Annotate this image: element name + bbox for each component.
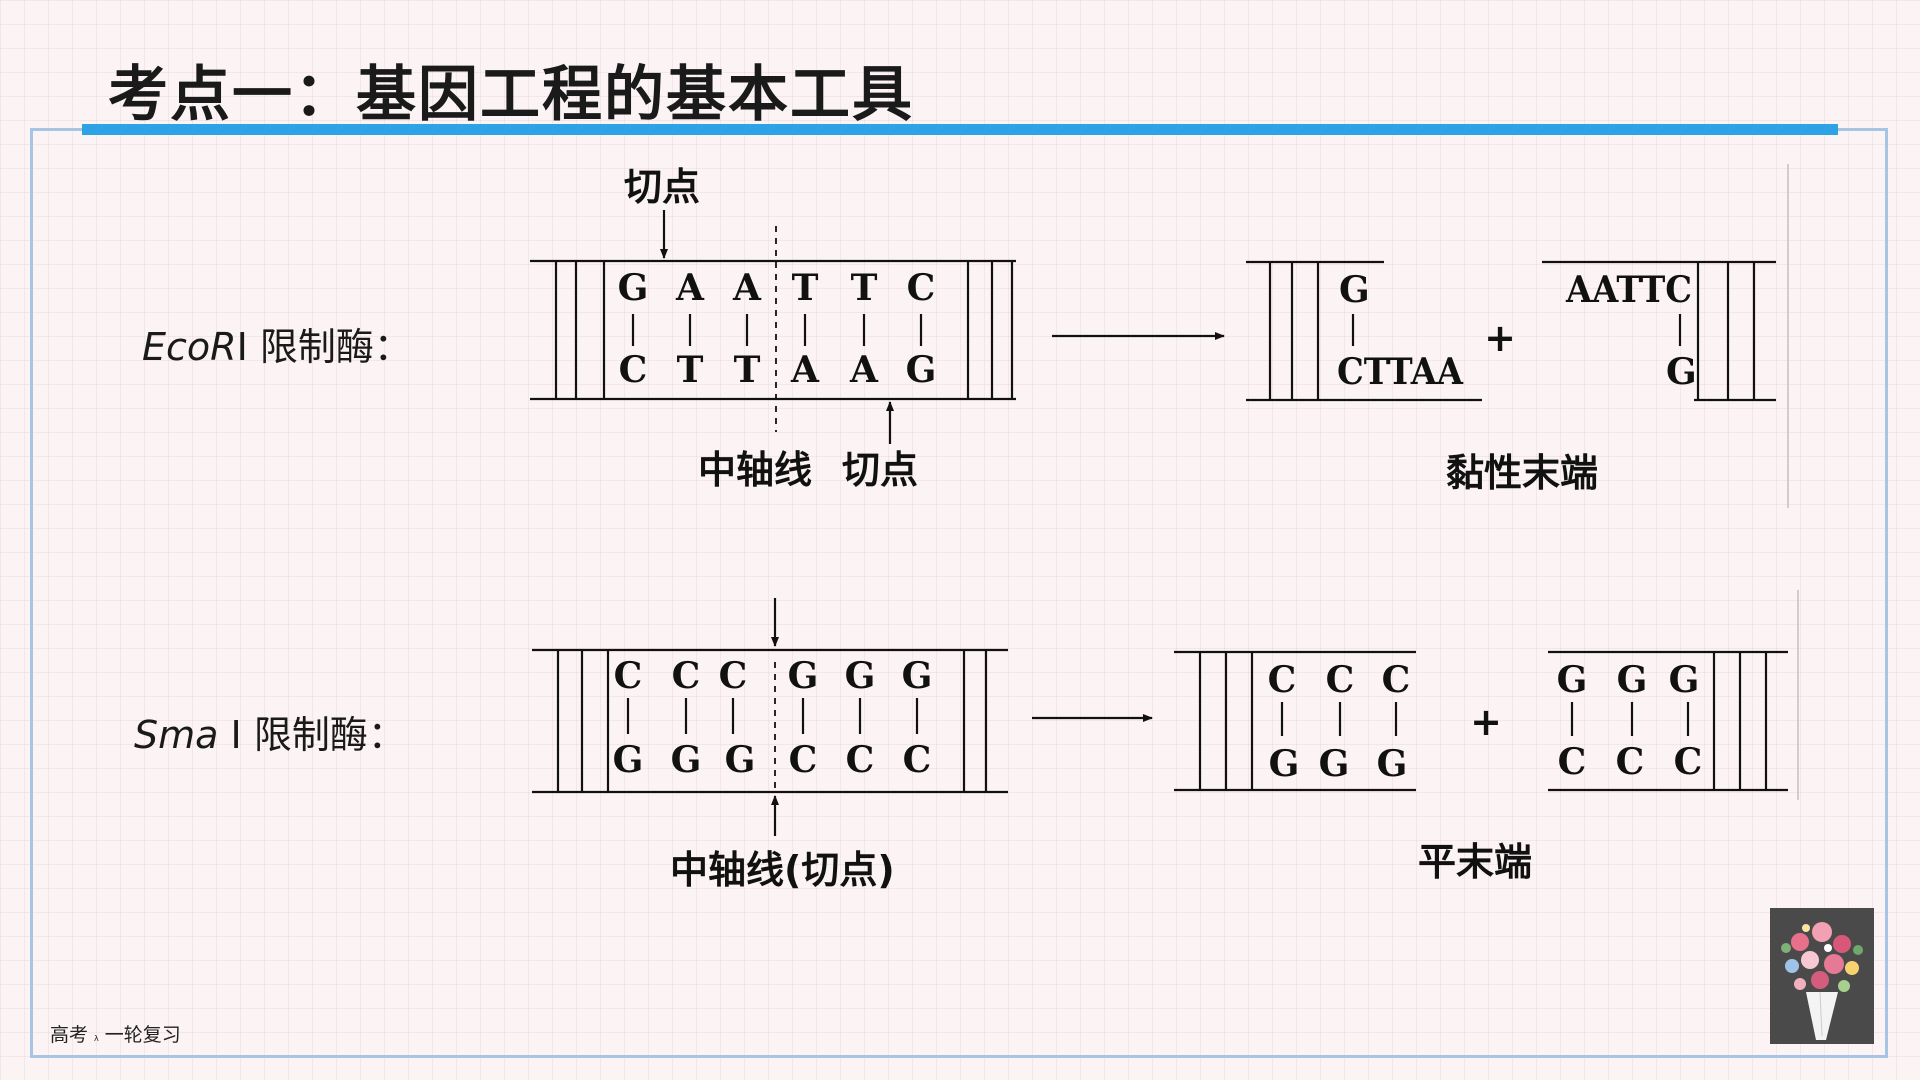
smai-dna-segment xyxy=(532,648,1008,794)
smai-top-base: C xyxy=(719,655,748,697)
ecori-result-label: 黏性末端 xyxy=(1446,451,1598,495)
ecori-cut-point-top-label: 切点 xyxy=(624,165,700,209)
ecori-top-base: C xyxy=(907,267,936,309)
ecori-label-rest: I 限制酶： xyxy=(236,325,412,369)
ecori-bottom-base: A xyxy=(790,349,820,391)
ecori-right-fragment xyxy=(1542,260,1776,402)
smai-label-italic: Sma xyxy=(134,713,219,757)
smai-plus-sign: + xyxy=(1470,700,1502,744)
smai-left-fragment-top-base: C xyxy=(1382,659,1411,701)
smai-right-fragment-bottom-base: C xyxy=(1558,741,1587,783)
smai-top-bases: C C C G G G xyxy=(614,655,933,697)
ecori-cut-point-bottom-label: 切点 xyxy=(842,448,918,492)
ecori-label: EcoRI 限制酶： xyxy=(142,316,412,371)
ecori-bonds xyxy=(631,314,923,346)
smai-bottom-base: G xyxy=(671,739,702,781)
ecori-bottom-base: C xyxy=(619,349,648,391)
smai-right-fragment-bottom-base: C xyxy=(1616,741,1645,783)
smai-top-base: C xyxy=(672,655,701,697)
smai-left-fragment xyxy=(1174,650,1416,792)
ecori-top-base: A xyxy=(732,267,762,309)
ecori-right-fragment-top: AATTC xyxy=(1565,269,1692,311)
smai-right-fragment xyxy=(1548,650,1788,792)
ecori-top-base: T xyxy=(792,267,819,309)
ecori-top-base: A xyxy=(675,267,705,309)
ecori-right-fragment-bottom: G xyxy=(1666,351,1697,393)
smai-left-fragment-bottom-base: G xyxy=(1319,743,1350,785)
ecori-label-italic: EcoR xyxy=(142,325,237,369)
smai-bottom-base: C xyxy=(789,739,818,781)
ecori-bottom-base: T xyxy=(677,349,704,391)
title-underline-bar xyxy=(82,124,1838,135)
footer-tiny: λ xyxy=(94,1034,99,1043)
ecori-bottom-base: T xyxy=(734,349,761,391)
ecori-top-base: T xyxy=(851,267,878,309)
smai-right-fragment-top-base: G xyxy=(1669,659,1700,701)
slide-title: 考点一：基因工程的基本工具 xyxy=(108,60,914,130)
ecori-bottom-base: G xyxy=(906,349,937,391)
smai-bonds xyxy=(626,698,919,734)
ecori-bottom-bases: C T T A A G xyxy=(619,349,937,391)
flower-bouquet-image xyxy=(1770,908,1874,1044)
smai-label: Sma Ⅰ 限制酶： xyxy=(134,704,406,759)
footer-right: 一轮复习 xyxy=(104,1024,181,1046)
smai-right-fragment-top-base: G xyxy=(1617,659,1648,701)
smai-bottom-base: G xyxy=(725,739,756,781)
smai-left-fragment-bottom-base: G xyxy=(1377,743,1408,785)
smai-bottom-base: C xyxy=(903,739,932,781)
ecori-top-base: G xyxy=(618,267,649,309)
smai-axis-cut-label: 中轴线(切点) xyxy=(670,848,895,892)
smai-left-fragment-top-base: C xyxy=(1326,659,1355,701)
smai-top-base: G xyxy=(788,655,819,697)
smai-right-fragment-top-base: G xyxy=(1557,659,1588,701)
smai-bottom-bases: G G G C C C xyxy=(613,739,932,781)
ecori-axis-label: 中轴线 xyxy=(698,448,812,492)
smai-bottom-base: C xyxy=(846,739,875,781)
footer-left: 高考 xyxy=(50,1024,89,1046)
smai-top-base: C xyxy=(614,655,643,697)
ecori-left-fragment-bottom: CTTAA xyxy=(1337,351,1464,393)
smai-top-base: G xyxy=(845,655,876,697)
smai-label-rest: Ⅰ 限制酶： xyxy=(230,713,406,757)
smai-left-fragment-bases: C C C G G G xyxy=(1268,659,1411,785)
smai-left-fragment-bottom-base: G xyxy=(1269,743,1300,785)
smai-bottom-base: G xyxy=(613,739,644,781)
ecori-left-fragment xyxy=(1246,260,1482,402)
ecori-bottom-base: A xyxy=(849,349,879,391)
footer-text: 高考 λ 一轮复习 xyxy=(50,1020,181,1047)
smai-right-fragment-bases: G G G C C C xyxy=(1557,659,1703,783)
ecori-dna-segment xyxy=(530,226,1016,432)
ecori-plus-sign: + xyxy=(1484,316,1516,360)
smai-result-label: 平末端 xyxy=(1418,840,1532,884)
smai-top-base: G xyxy=(902,655,933,697)
smai-right-fragment-bottom-base: C xyxy=(1674,741,1703,783)
smai-left-fragment-top-base: C xyxy=(1268,659,1297,701)
ecori-top-bases: G A A T T C xyxy=(618,267,936,309)
ecori-left-fragment-top: G xyxy=(1339,269,1370,311)
